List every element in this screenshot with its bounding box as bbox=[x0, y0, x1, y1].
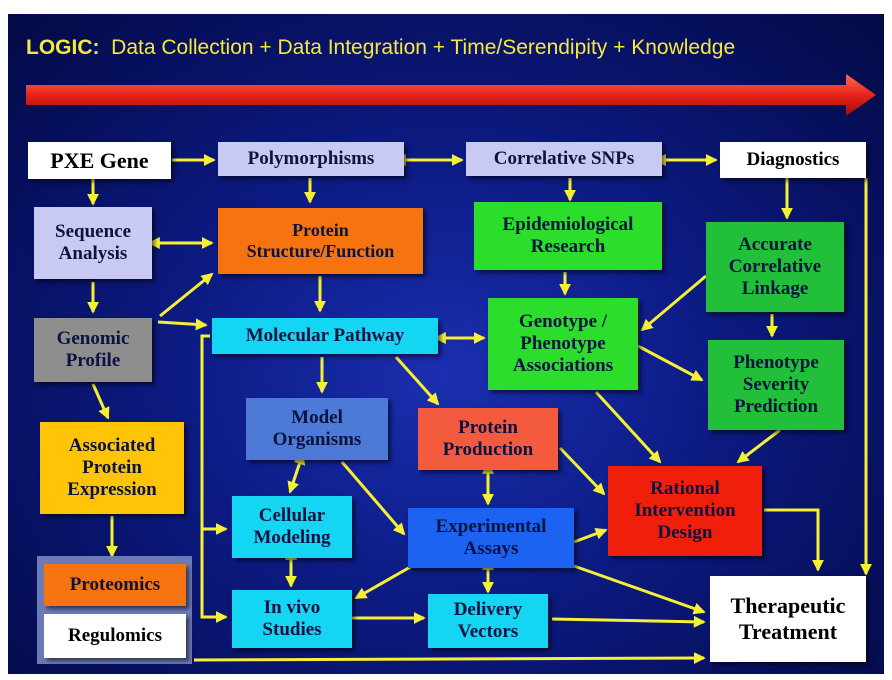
arrow-genotype-to-severity bbox=[637, 344, 704, 382]
node-rational-intervention: Rational Intervention Design bbox=[608, 466, 762, 556]
node-model-organisms: Model Organisms bbox=[246, 398, 388, 460]
node-phenotype-severity: Phenotype Severity Prediction bbox=[708, 340, 844, 430]
arrow-assays-to-treatment bbox=[573, 564, 706, 615]
arrow-model-cellular bbox=[287, 452, 306, 494]
logic-text: Data Collection + Data Integration + Tim… bbox=[111, 36, 736, 59]
arrow-genomic-to-molecular bbox=[157, 318, 208, 331]
node-therapeutic-treatment: Therapeutic Treatment bbox=[710, 576, 866, 662]
node-experimental-assays: Experimental Assays bbox=[408, 508, 574, 568]
arrow-model-to-assays bbox=[340, 461, 406, 536]
banner-arrow bbox=[26, 74, 876, 116]
node-protein-structure: Protein Structure/Function bbox=[218, 208, 423, 274]
arrow-genomic-to-protein bbox=[159, 272, 214, 318]
node-sequence-analysis: Sequence Analysis bbox=[34, 207, 152, 279]
arrow-rational-to-treatment bbox=[764, 508, 824, 572]
node-protein-production: Protein Production bbox=[418, 408, 558, 470]
node-molecular-pathway: Molecular Pathway bbox=[212, 318, 438, 354]
node-polymorphisms: Polymorphisms bbox=[218, 142, 404, 176]
node-regulomics: Regulomics bbox=[44, 614, 186, 658]
arrow-severity-to-rational bbox=[736, 428, 781, 464]
arrow-molecular-bracket-cellular bbox=[200, 334, 228, 535]
logic-header: LOGIC: Data Collection + Data Integratio… bbox=[26, 36, 735, 60]
node-genomic-profile: Genomic Profile bbox=[34, 318, 152, 382]
node-associated-protein: Associated Protein Expression bbox=[40, 422, 184, 514]
arrow-accurate-to-genotype bbox=[640, 274, 707, 332]
arrow-genomic-to-associated bbox=[91, 383, 110, 420]
node-cellular-modeling: Cellular Modeling bbox=[232, 496, 352, 558]
node-genotype-phenotype: Genotype / Phenotype Associations bbox=[488, 298, 638, 390]
node-in-vivo: In vivo Studies bbox=[232, 590, 352, 648]
arrow-assays-to-invivo bbox=[354, 564, 413, 600]
node-proteomics: Proteomics bbox=[44, 564, 186, 606]
logic-label: LOGIC: bbox=[26, 36, 100, 59]
node-accurate-linkage: Accurate Correlative Linkage bbox=[706, 222, 844, 312]
arrow-panel-to-treatment bbox=[193, 652, 706, 665]
arrow-production-to-rational bbox=[558, 446, 606, 496]
arrow-assays-to-rational bbox=[573, 527, 608, 544]
node-epidemiological-research: Epidemiological Research bbox=[474, 202, 662, 270]
node-correlative-snps: Correlative SNPs bbox=[466, 142, 662, 176]
arrow-molecular-bracket-invivo bbox=[200, 529, 228, 623]
arrow-molecular-to-production bbox=[394, 356, 440, 406]
arrow-delivery-to-treatment bbox=[551, 615, 706, 628]
node-pxe-gene: PXE Gene bbox=[28, 142, 171, 179]
arrow-genotype-to-rational bbox=[594, 390, 662, 464]
node-delivery-vectors: Delivery Vectors bbox=[428, 594, 548, 648]
node-diagnostics: Diagnostics bbox=[720, 142, 866, 178]
